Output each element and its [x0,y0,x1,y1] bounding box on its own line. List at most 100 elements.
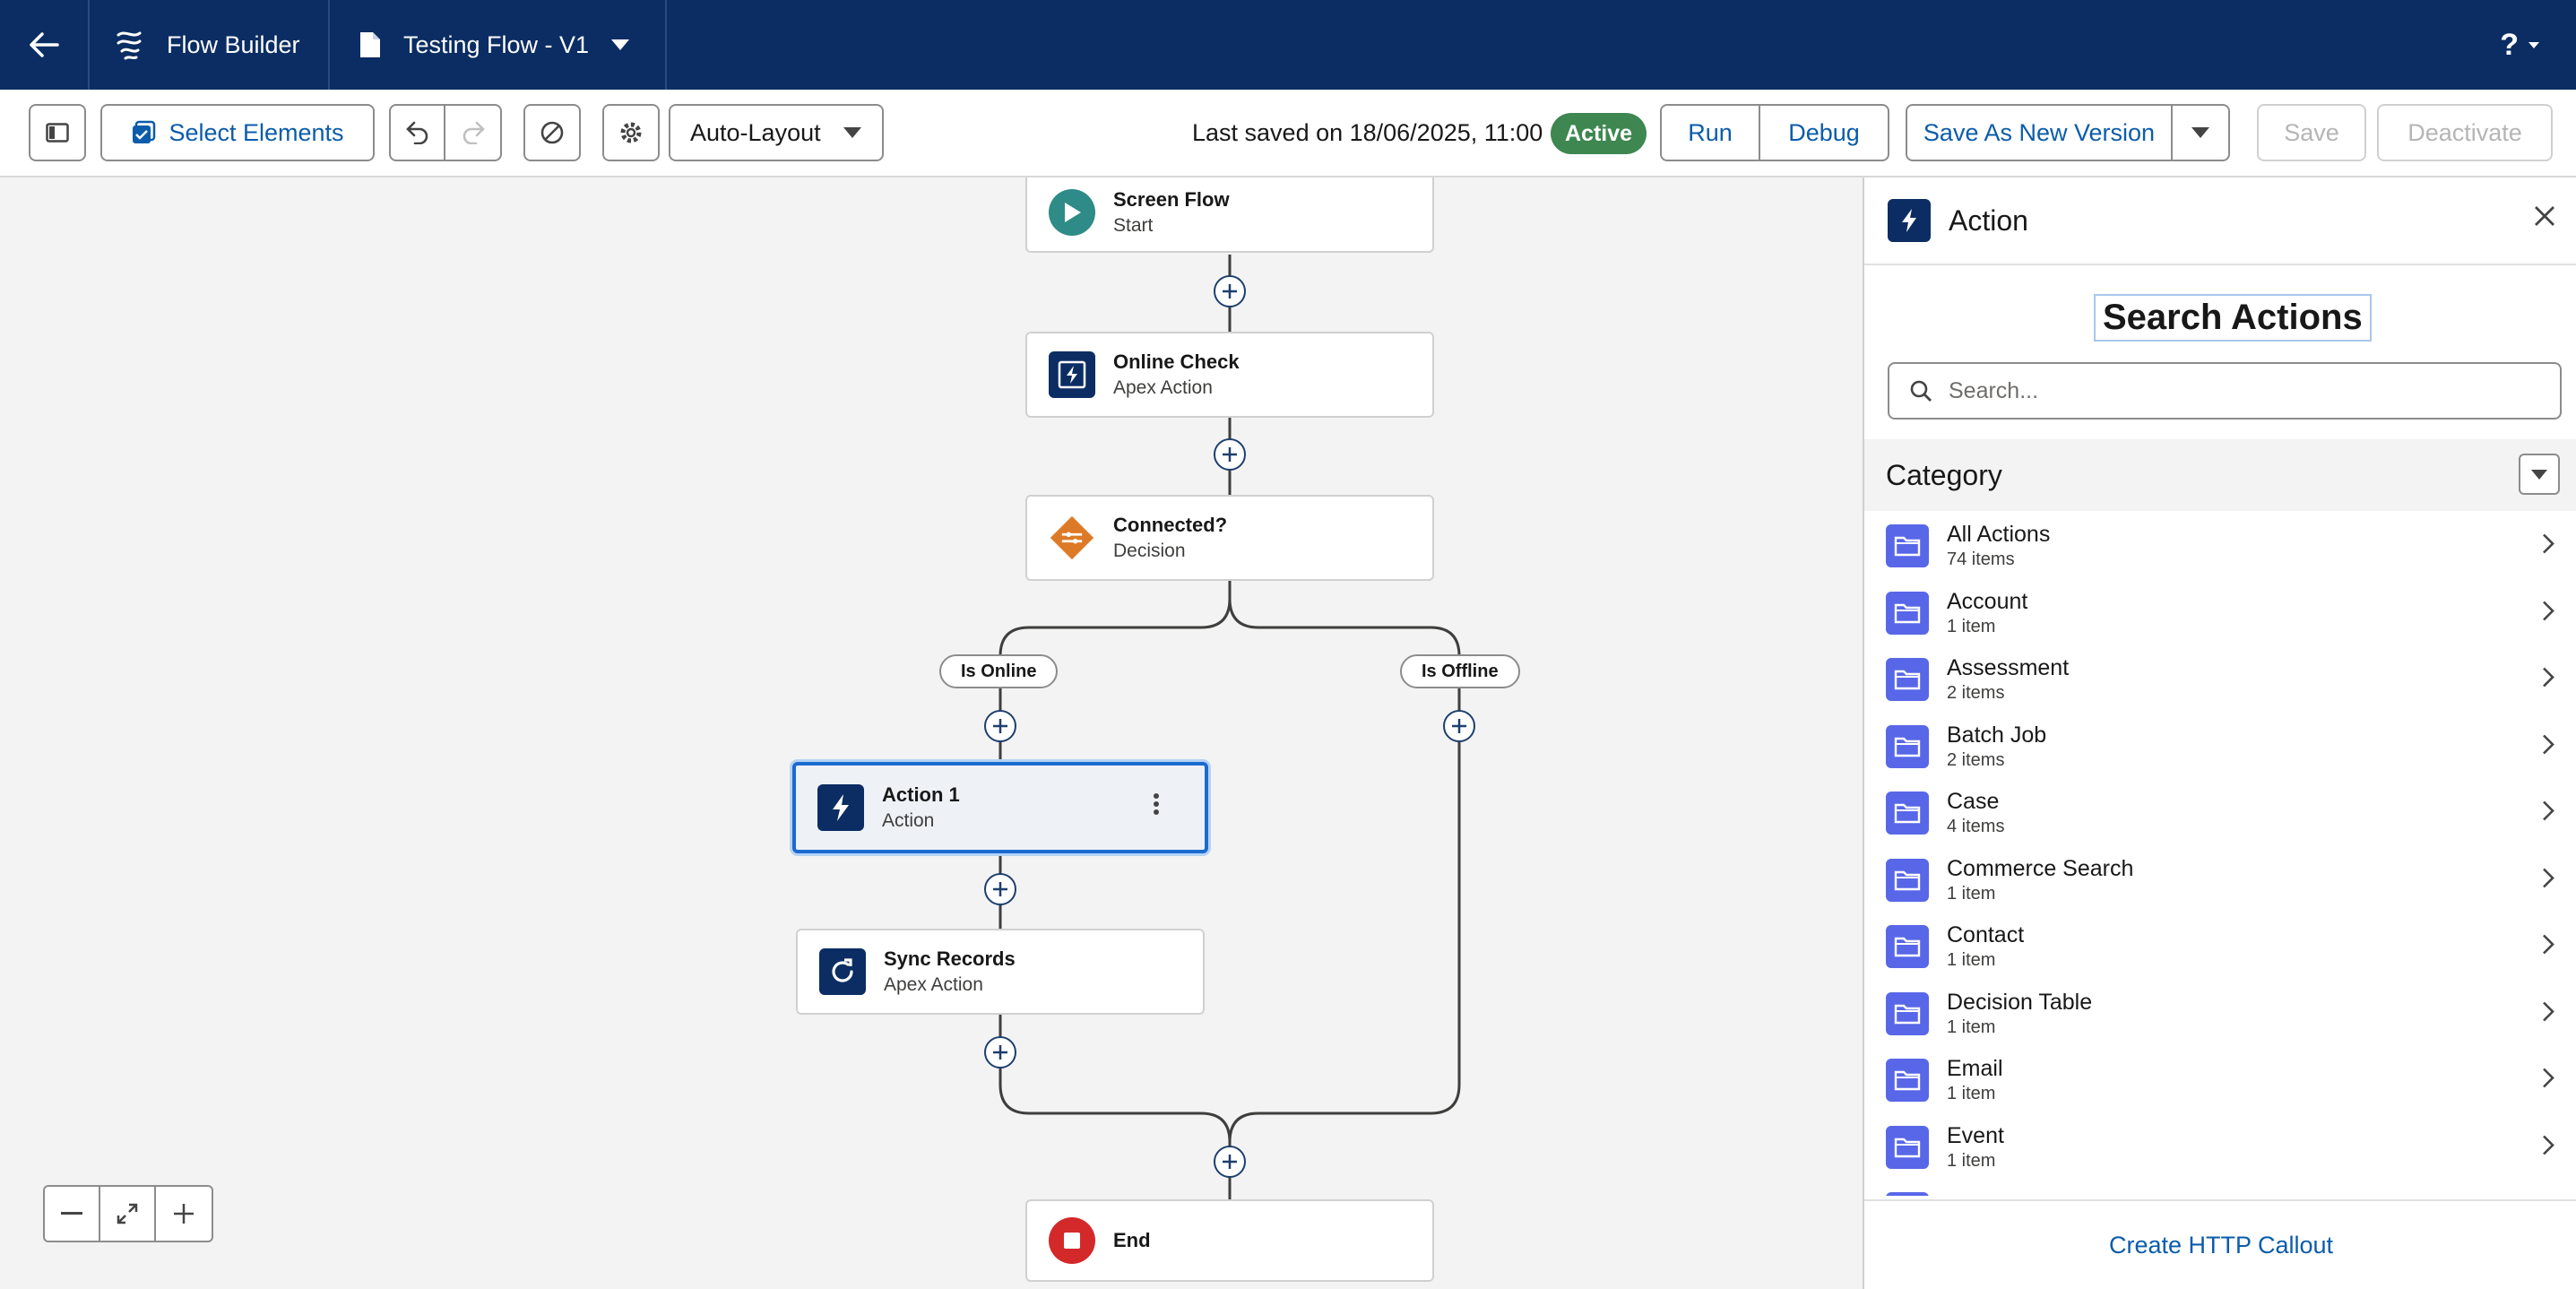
toggle-toolbox-button[interactable] [29,104,86,161]
back-arrow-icon [30,32,59,57]
save-options-button[interactable] [2173,106,2228,160]
chevron-right-icon [2542,667,2554,693]
chevron-down-icon [2531,469,2547,480]
node-subtitle: Apex Action [1113,377,1213,398]
lightning-icon [1888,199,1931,242]
add-element-button[interactable] [984,710,1016,742]
category-item[interactable]: Feed Item [1864,1181,2576,1196]
category-count: 1 item [1947,616,1996,636]
undo-button[interactable] [391,106,446,160]
select-elements-label: Select Elements [169,118,344,146]
create-http-callout-link[interactable]: Create HTTP Callout [1864,1199,2576,1289]
redo-button[interactable] [445,106,500,160]
debug-button[interactable]: Debug [1760,106,1888,160]
add-element-button[interactable] [1214,438,1246,471]
deactivate-button[interactable]: Deactivate [2377,104,2553,161]
flow-icon [117,31,142,60]
close-panel-button[interactable] [2533,204,2556,232]
plus-icon [1223,284,1237,298]
end-node[interactable]: End [1025,1199,1434,1282]
file-name: Testing Flow - V1 [403,30,590,58]
branch-label-is-offline[interactable]: Is Offline [1400,654,1520,688]
chevron-right-icon [2542,533,2554,559]
search-icon [1910,380,1932,402]
save-button[interactable]: Save [2257,104,2366,161]
chevron-right-icon [2542,1068,2554,1094]
add-element-button[interactable] [1214,275,1246,307]
app-name-section: Flow Builder [90,0,330,90]
node-subtitle: Action [882,810,935,831]
add-element-button[interactable] [984,873,1016,905]
chevron-down-icon [843,127,861,138]
category-name: Batch Job [1947,722,2047,748]
help-menu[interactable]: ? [2500,0,2540,90]
category-name: Account [1947,588,2028,614]
play-icon [1049,189,1095,236]
chevron-right-icon [2542,867,2554,893]
run-label: Run [1688,118,1733,146]
file-menu[interactable]: Testing Flow - V1 [330,0,667,90]
flow-settings-button[interactable] [602,104,660,161]
folder-icon [1886,524,1929,568]
search-placeholder: Search... [1949,377,2039,403]
decision-node[interactable]: Connected?Decision [1025,495,1434,581]
panel-title: Action [1949,203,2028,237]
close-icon [2535,206,2554,226]
gear-icon [620,122,642,143]
plus-icon [993,1045,1007,1060]
node-title: Sync Records [884,947,1016,970]
add-element-button[interactable] [984,1036,1016,1068]
debug-label: Debug [1788,118,1860,146]
category-name: Email [1947,1056,2003,1082]
back-button[interactable] [0,0,90,90]
category-collapse-button[interactable] [2519,454,2560,495]
category-count: 4 items [1947,817,2005,837]
search-input[interactable]: Search... [1888,362,2562,420]
chevron-right-icon [2542,934,2554,960]
node-subtitle: Start [1113,215,1154,236]
fit-view-button[interactable] [100,1187,156,1241]
branch-label-is-online[interactable]: Is Online [939,654,1059,688]
app-name: Flow Builder [167,30,300,58]
zoom-in-button[interactable] [156,1187,212,1241]
search-actions-heading: Search Actions [2094,294,2372,342]
category-count: 1 item [1947,883,1996,904]
toggle-debug-button[interactable] [523,104,581,161]
add-element-button[interactable] [1214,1146,1246,1178]
plus-icon [993,882,1007,896]
zoom-out-button[interactable] [45,1187,100,1241]
add-element-button[interactable] [1443,710,1475,742]
chevron-down-icon [2528,41,2539,48]
select-elements-button[interactable]: Select Elements [100,104,375,161]
plus-icon [1452,719,1466,733]
refresh-icon [819,948,866,995]
panel-left-icon [46,123,69,143]
save-label: Save [2284,118,2339,146]
save-as-new-version-button[interactable]: Save As New Version [1907,106,2173,160]
lightning-icon [817,784,864,831]
folder-icon [1886,858,1929,902]
category-count: 1 item [1947,1016,1996,1037]
undo-redo-group [389,104,502,161]
layout-mode-select[interactable]: Auto-Layout [669,104,884,161]
action-panel: Action Search Actions Search... Category… [1863,177,2576,1289]
node-menu-icon[interactable] [1153,792,1160,823]
run-button[interactable]: Run [1662,106,1760,160]
app-header: Flow Builder Testing Flow - V1 ? [0,0,2576,90]
